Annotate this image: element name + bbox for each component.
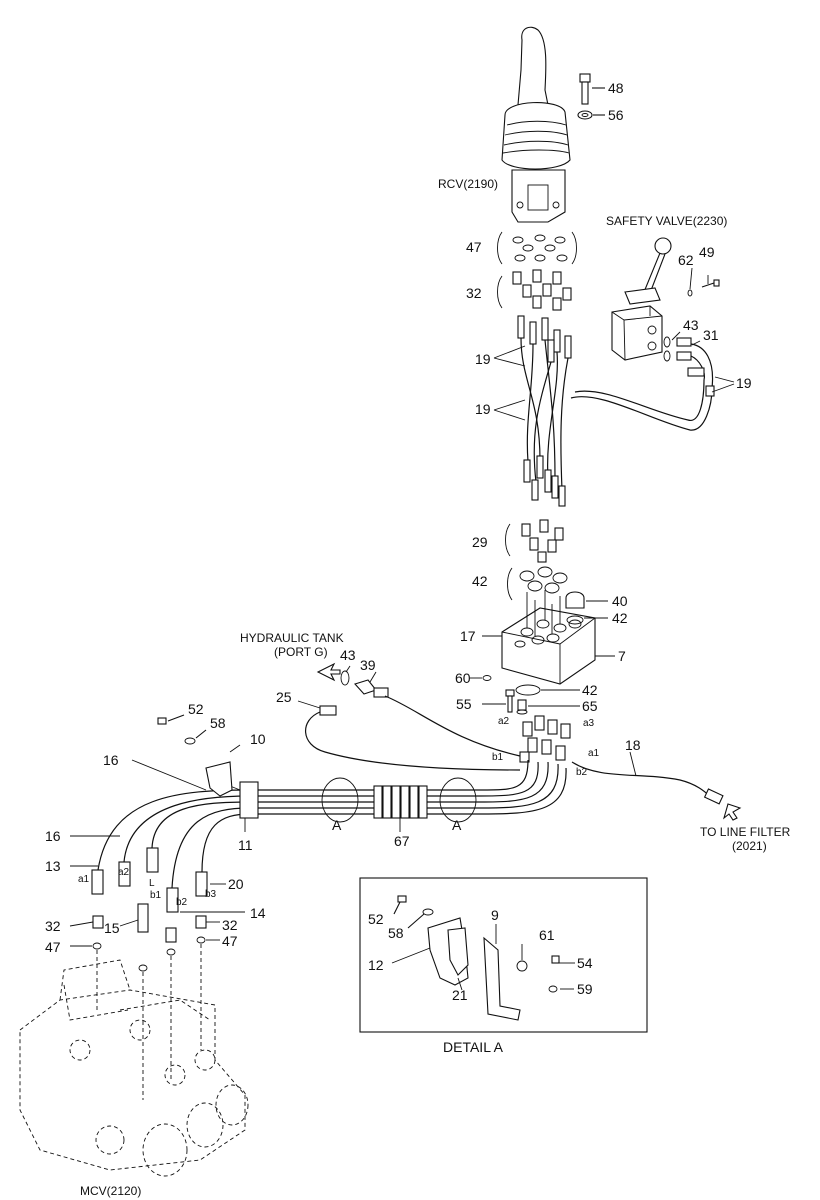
rcv-label: RCV(2190) (438, 177, 498, 191)
bolt-49 (687, 267, 720, 297)
callout-16-lower: 16 (45, 828, 61, 844)
callout-42-upper: 42 (472, 573, 488, 589)
plug-40 (565, 591, 608, 625)
protection-sleeve-67 (373, 785, 428, 832)
line-filter-number: (2021) (732, 839, 767, 853)
safety-valve (611, 237, 672, 361)
port-a1-top: a1 (588, 748, 600, 759)
callout-42-lower: 42 (582, 682, 598, 698)
port-b3: b3 (205, 889, 217, 900)
main-hose-bundle (97, 744, 567, 889)
hydraulic-tank-port-label: (PORT G) (274, 645, 328, 659)
callout-47-top: 47 (466, 239, 482, 255)
callout-15: 15 (104, 920, 120, 936)
port-b1-top: b1 (492, 752, 504, 763)
detail-callout-12: 12 (368, 957, 384, 973)
callout-11: 11 (238, 837, 253, 853)
bolt-52-upper (157, 714, 207, 745)
hoses-19-bundle (493, 315, 735, 507)
callout-67: 67 (394, 833, 410, 849)
detail-callout-59: 59 (577, 981, 593, 997)
callout-19-lower: 19 (475, 401, 491, 417)
port-l: L (149, 878, 155, 889)
callout-60: 60 (455, 670, 471, 686)
callout-42-mid: 42 (612, 610, 628, 626)
bolt-55 (482, 689, 515, 713)
detail-callout-21: 21 (452, 987, 468, 1003)
callout-17: 17 (460, 628, 476, 644)
detail-callout-52: 52 (368, 911, 384, 927)
callout-48: 48 (608, 80, 624, 96)
safety-valve-label: SAFETY VALVE(2230) (606, 214, 727, 228)
port-b2-bottom: b2 (176, 897, 188, 908)
callout-18: 18 (625, 737, 641, 753)
callout-20: 20 (228, 876, 244, 892)
mcv-adapters (69, 903, 220, 972)
callout-43-valve: 43 (683, 317, 699, 333)
manifold-block-7 (482, 590, 615, 685)
bolt-48 (577, 73, 605, 120)
callout-7: 7 (618, 648, 626, 664)
callout-25: 25 (276, 689, 292, 705)
detail-callout-58: 58 (388, 925, 404, 941)
callout-47-left: 47 (45, 939, 61, 955)
callout-19-right: 19 (736, 375, 752, 391)
callout-32-right: 32 (222, 917, 238, 933)
port-a1-bottom: a1 (78, 874, 90, 885)
hydraulic-tank-label: HYDRAULIC TANK (240, 631, 344, 645)
detail-callout-61: 61 (539, 927, 555, 943)
tank-line (297, 662, 521, 771)
drain-hose-18 (571, 751, 742, 821)
adapters-29 (505, 519, 564, 563)
port-a2-bottom: a2 (118, 867, 130, 878)
section-marker-a (321, 777, 477, 823)
section-a-left: A (332, 817, 342, 833)
port-b1-bottom: b1 (150, 890, 162, 901)
callout-13: 13 (45, 858, 61, 874)
callout-40: 40 (612, 593, 628, 609)
port-a2-top: a2 (498, 716, 510, 727)
callout-55: 55 (456, 696, 472, 712)
callout-19-upper: 19 (475, 351, 491, 367)
section-a-right: A (452, 817, 462, 833)
detail-a-box (359, 877, 648, 1033)
callout-32-left: 32 (45, 918, 61, 934)
orings-47 (497, 231, 577, 265)
callout-39: 39 (360, 657, 376, 673)
callout-31: 31 (703, 327, 719, 343)
detail-callout-9: 9 (491, 907, 499, 923)
mcv-label: MCV(2120) (80, 1184, 141, 1198)
callout-52-upper: 52 (188, 701, 204, 717)
callout-56: 56 (608, 107, 624, 123)
callout-16-upper: 16 (103, 752, 119, 768)
mcv-valve-body (19, 944, 249, 1177)
detail-a-title: DETAIL A (443, 1039, 504, 1055)
adapters-32 (497, 269, 572, 311)
line-filter-label: TO LINE FILTER (700, 825, 791, 839)
callout-58-upper: 58 (210, 715, 226, 731)
callout-62: 62 (678, 252, 694, 268)
oring-42-lower (515, 684, 541, 696)
orings-43-adapters-31 (663, 331, 701, 362)
callout-47-right: 47 (222, 933, 238, 949)
callout-14: 14 (250, 905, 266, 921)
callout-10: 10 (250, 731, 266, 747)
rcv-joystick (501, 26, 571, 223)
fitting-65 (516, 699, 580, 715)
orings-42 (507, 566, 568, 601)
callout-65: 65 (582, 698, 598, 714)
washer-60 (482, 675, 492, 681)
callout-32-top: 32 (466, 285, 482, 301)
callout-29: 29 (472, 534, 488, 550)
port-a3: a3 (583, 718, 595, 729)
callout-49: 49 (699, 244, 715, 260)
detail-callout-54: 54 (577, 955, 593, 971)
block-outlet-fittings (519, 715, 571, 763)
callout-43-tank: 43 (340, 647, 356, 663)
hose-end-fittings (91, 847, 245, 913)
port-b2-top: b2 (576, 767, 588, 778)
